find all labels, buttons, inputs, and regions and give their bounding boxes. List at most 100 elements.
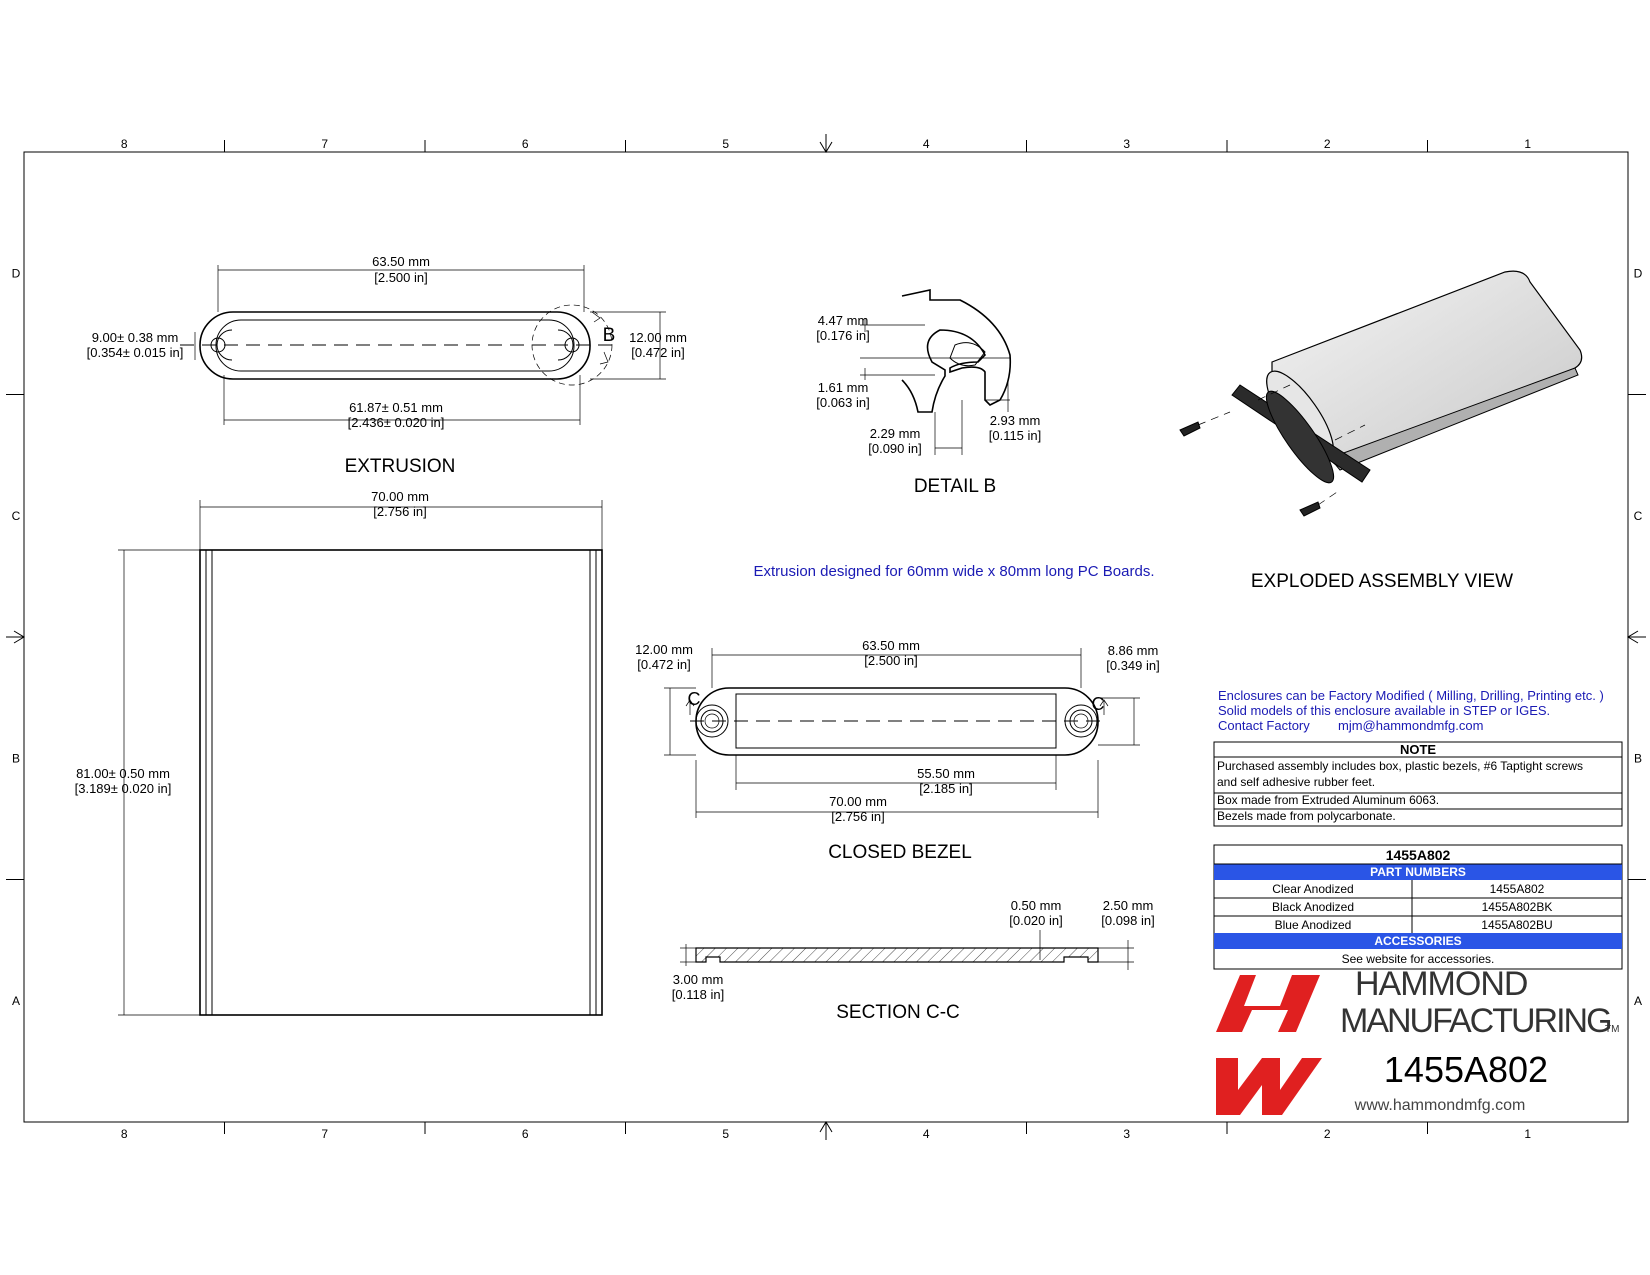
zone-label: 4 [923,137,930,151]
zone-label: 2 [1324,137,1331,151]
finish-clear: Clear Anodized [1272,882,1353,896]
part-blue: 1455A802BU [1481,918,1552,932]
section-b-mm: 2.50 mm [1103,898,1154,913]
zone-label: A [1634,994,1642,1008]
zone-label: C [1634,509,1643,523]
note-header: NOTE [1400,742,1436,757]
note-table: NOTE Purchased assembly includes box, pl… [1213,741,1623,827]
bezel-overall-in: [2.756 in] [831,809,885,824]
detail-b-d1-in: [0.176 in] [816,328,870,343]
side-length-mm: 81.00± 0.50 mm [76,766,170,781]
accessories-text: See website for accessories. [1342,952,1495,966]
detail-b-d2-mm: 1.61 mm [818,380,869,395]
detail-b-tag: B [603,325,616,346]
section-profile [695,947,1099,963]
screw-icon [1179,421,1201,437]
extrusion-inner-in: [2.436± 0.020 in] [348,415,445,430]
section-a-in: [0.020 in] [1009,913,1063,928]
extrusion-slot-mm: 9.00± 0.38 mm [92,330,179,345]
extrusion-width-in: [2.500 in] [374,270,428,285]
section-cc-title: SECTION C-C [836,1002,960,1023]
hammond-logo-icon [1216,975,1322,1115]
zone-label: D [1634,266,1643,280]
zone-label: 7 [321,137,328,151]
note-row-3: Box made from Extruded Aluminum 6063. [1217,793,1439,807]
detail-b-d2-in: [0.063 in] [816,395,870,410]
section-b-in: [0.098 in] [1101,913,1155,928]
section-tag-left: C [688,689,701,709]
factory-note-line2: Solid models of this enclosure available… [1218,703,1550,718]
detail-b-d3-mm: 2.93 mm [990,413,1041,428]
detail-b-view: 4.47 mm [0.176 in] 1.61 mm [0.063 in] 2.… [816,289,1042,497]
title-block: HAMMOND MANUFACTURING TM 1455A802 www.ha… [1216,965,1619,1115]
zone-label: 3 [1123,1127,1130,1141]
factory-contact-label: Contact Factory [1218,718,1310,733]
zone-label: 8 [121,1127,128,1141]
side-width-mm: 70.00 mm [371,489,429,504]
zone-label: 3 [1123,137,1130,151]
parts-table: 1455A802 PART NUMBERS Clear Anodized 145… [1213,844,1623,970]
title-part-number: 1455A802 [1384,1049,1548,1090]
detail-b-d4-in: [0.090 in] [868,441,922,456]
bezel-w-in: [2.500 in] [864,653,918,668]
section-c-mm: 3.00 mm [673,972,724,987]
extrusion-inner-mm: 61.87± 0.51 mm [349,400,443,415]
brand-tm: TM [1605,1024,1619,1035]
extrusion-width-mm: 63.50 mm [372,254,430,269]
bezel-r-in: [0.349 in] [1106,658,1160,673]
finish-blue: Blue Anodized [1275,918,1352,932]
side-length-in: [3.189± 0.020 in] [75,781,172,796]
section-cc-view: 0.50 mm [0.020 in] 2.50 mm [0.098 in] 3.… [672,898,1155,1023]
factory-note: Enclosures can be Factory Modified ( Mil… [1218,688,1604,733]
zone-label: 6 [522,1127,529,1141]
side-view: 70.00 mm [2.756 in] 81.00± 0.50 mm [3.18… [75,489,603,1016]
exploded-title: EXPLODED ASSEMBLY VIEW [1251,571,1513,592]
website[interactable]: www.hammondmfg.com [1354,1097,1526,1114]
zone-label: D [12,266,21,280]
section-tag-right: C [1092,694,1105,714]
zone-label: B [1634,751,1642,765]
detail-b-d4-mm: 2.29 mm [870,426,921,441]
brand-line1: HAMMOND [1355,965,1527,1003]
zone-label: 5 [722,1127,729,1141]
bezel-overall-mm: 70.00 mm [829,794,887,809]
extrusion-height-mm: 12.00 mm [629,330,687,345]
note-row-1: Purchased assembly includes box, plastic… [1217,759,1583,773]
bezel-h-mm: 12.00 mm [635,642,693,657]
brand-line2: MANUFACTURING [1340,1002,1611,1040]
extrusion-slot-in: [0.354± 0.015 in] [87,345,184,360]
closed-bezel-title: CLOSED BEZEL [828,842,972,863]
section-a-mm: 0.50 mm [1011,898,1062,913]
detail-b-d3-in: [0.115 in] [989,428,1042,443]
accessories-header-bg [1214,933,1622,949]
zone-label: A [12,994,20,1008]
zone-label: 4 [923,1127,930,1141]
design-note: Extrusion designed for 60mm wide x 80mm … [753,563,1154,580]
extrusion-height-in: [0.472 in] [631,345,685,360]
part-numbers-header-bg [1214,864,1622,880]
accessories-header: ACCESSORIES [1374,934,1461,948]
closed-bezel-view: 12.00 mm [0.472 in] 63.50 mm [2.500 in] … [635,638,1160,863]
center-marks [6,134,1646,1140]
zone-label: 7 [321,1127,328,1141]
zone-label: 5 [722,137,729,151]
detail-b-d1-mm: 4.47 mm [818,313,869,328]
screw-icon [1299,501,1321,517]
side-outline [199,549,603,1016]
zone-label: 1 [1524,137,1531,151]
extrusion-title: EXTRUSION [345,456,456,477]
factory-note-line1: Enclosures can be Factory Modified ( Mil… [1218,688,1604,703]
zone-label: 6 [522,137,529,151]
extrusion-view: 63.50 mm [2.500 in] 12.00 mm [0.472 in] … [87,254,687,477]
detail-b-title: DETAIL B [914,476,996,497]
bezel-w-mm: 63.50 mm [862,638,920,653]
zone-label: 1 [1524,1127,1531,1141]
zone-label: B [12,751,20,765]
parts-table-title: 1455A802 [1386,847,1451,863]
zone-label: 2 [1324,1127,1331,1141]
factory-contact-email[interactable]: mjm@hammondmfg.com [1338,718,1483,733]
note-row-2: and self adhesive rubber feet. [1217,775,1375,789]
bezel-r-mm: 8.86 mm [1108,643,1159,658]
